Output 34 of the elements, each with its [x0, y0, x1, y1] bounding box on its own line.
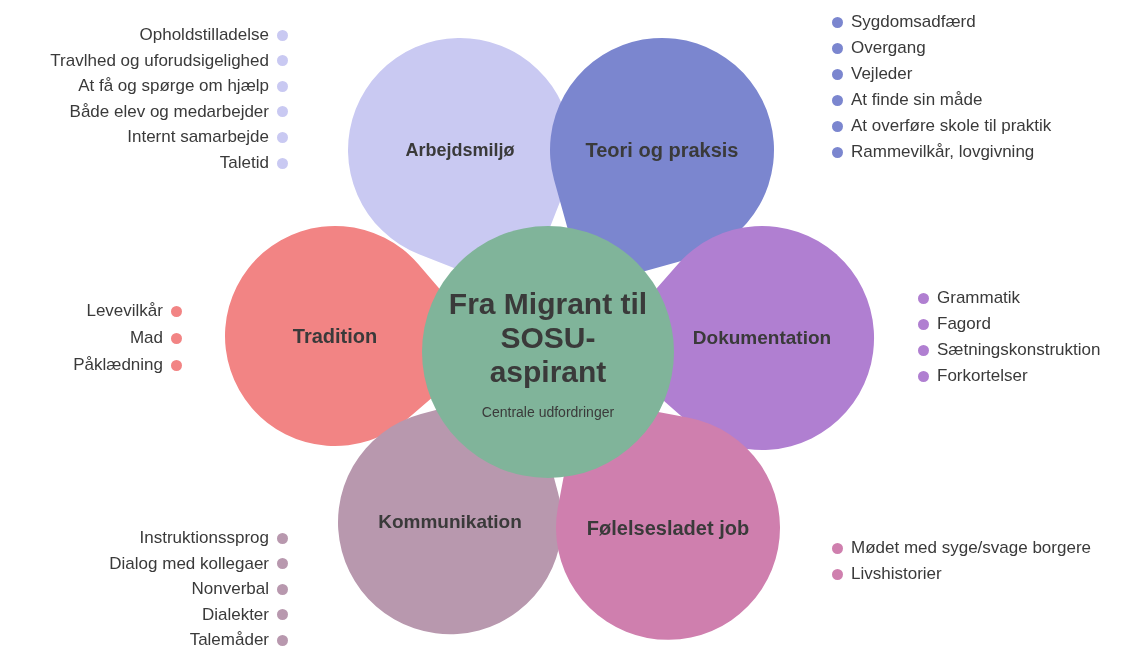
list-item: Internt samarbejde: [127, 127, 269, 148]
list-item: Dialekter: [201, 604, 269, 625]
list-item: Vejleder: [851, 64, 913, 84]
list-item: Dialog med kollegaer: [109, 553, 269, 574]
list-item: Mødet med syge/svage borgere: [851, 538, 1091, 558]
list-item: Overgang: [851, 38, 926, 58]
list-item: Påklædning: [73, 355, 163, 375]
petal-label: Tradition: [291, 324, 379, 349]
list-item: At finde sin måde: [851, 90, 983, 110]
list-item: Travlhed og uforudsigelighed: [50, 50, 269, 71]
list-item: Nonverbal: [191, 579, 269, 600]
list-item: At få og spørge om hjælp: [78, 76, 269, 97]
list-item: At overføre skole til praktik: [851, 116, 1052, 136]
list-item: Fagord: [937, 314, 991, 334]
petal-label: Dokumentation: [691, 326, 833, 350]
list-item: Sætningskonstruktion: [937, 340, 1101, 360]
center-title: Fra Migrant til SOSU-aspirant: [448, 287, 648, 389]
petal-label: Følelsesladet job: [585, 516, 751, 541]
list-item: Forkortelser: [937, 366, 1028, 386]
list-item: Sygdomsadfærd: [851, 12, 976, 32]
list-item: Taletid: [219, 153, 269, 173]
list-item: Rammevilkår, lovgivning: [851, 142, 1035, 162]
list-item: Mad: [129, 328, 163, 348]
list-item: Levevilkår: [86, 301, 163, 321]
list-item: Opholdstilladelse: [139, 25, 269, 45]
list-item: Grammatik: [937, 288, 1021, 308]
petal-label: Teori og praksis: [584, 138, 740, 163]
list-item: Livshistorier: [851, 564, 942, 584]
list-item: Både elev og medarbejder: [69, 101, 269, 122]
petal-label: Arbejdsmiljø: [404, 139, 516, 162]
center-subtitle: Centrale udfordringer: [480, 403, 616, 421]
list-item: Instruktionssprog: [139, 528, 269, 548]
petal-label: Kommunikation: [377, 510, 523, 534]
list-item: Talemåder: [189, 630, 269, 648]
